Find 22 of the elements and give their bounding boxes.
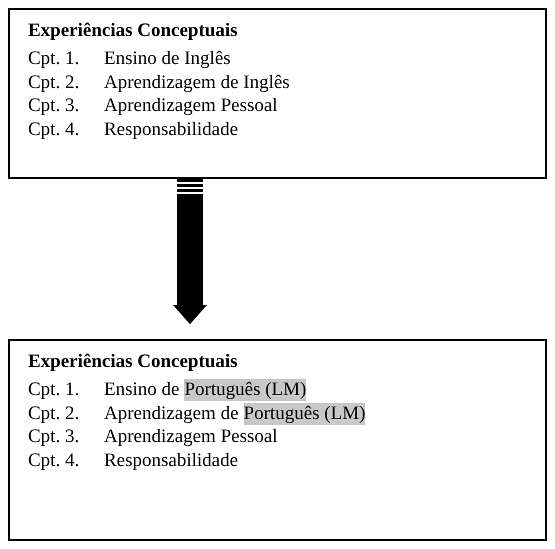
text-panel bbox=[8, 8, 547, 179]
chapter-number: Cpt. 2. bbox=[28, 402, 80, 424]
chapter-number: Cpt. 4. bbox=[28, 118, 80, 140]
chapter-number: Cpt. 2. bbox=[28, 72, 80, 94]
panel-heading: Experiências Conceptuais bbox=[28, 351, 238, 373]
highlighted-text: Português (LM) bbox=[184, 379, 306, 401]
chapter-title: Aprendizagem de Inglês bbox=[104, 72, 290, 94]
chapter-title: Aprendizagem Pessoal bbox=[104, 426, 278, 448]
text-panel bbox=[8, 339, 547, 541]
panel-heading: Experiências Conceptuais bbox=[28, 20, 238, 42]
chapter-title: Aprendizagem de bbox=[104, 402, 239, 424]
chapter-number: Cpt. 1. bbox=[28, 379, 80, 401]
chapter-number: Cpt. 3. bbox=[28, 426, 80, 448]
chapter-number: Cpt. 4. bbox=[28, 450, 80, 472]
chapter-title: Responsabilidade bbox=[104, 450, 238, 472]
chapter-number: Cpt. 1. bbox=[28, 48, 80, 70]
chapter-title: Aprendizagem Pessoal bbox=[104, 95, 278, 117]
chapter-title: Ensino de bbox=[104, 379, 180, 401]
chapter-number: Cpt. 3. bbox=[28, 95, 80, 117]
chapter-title: Ensino de Inglês bbox=[104, 48, 231, 70]
chapter-title: Responsabilidade bbox=[104, 118, 238, 140]
highlighted-text: Português (LM) bbox=[244, 402, 366, 424]
